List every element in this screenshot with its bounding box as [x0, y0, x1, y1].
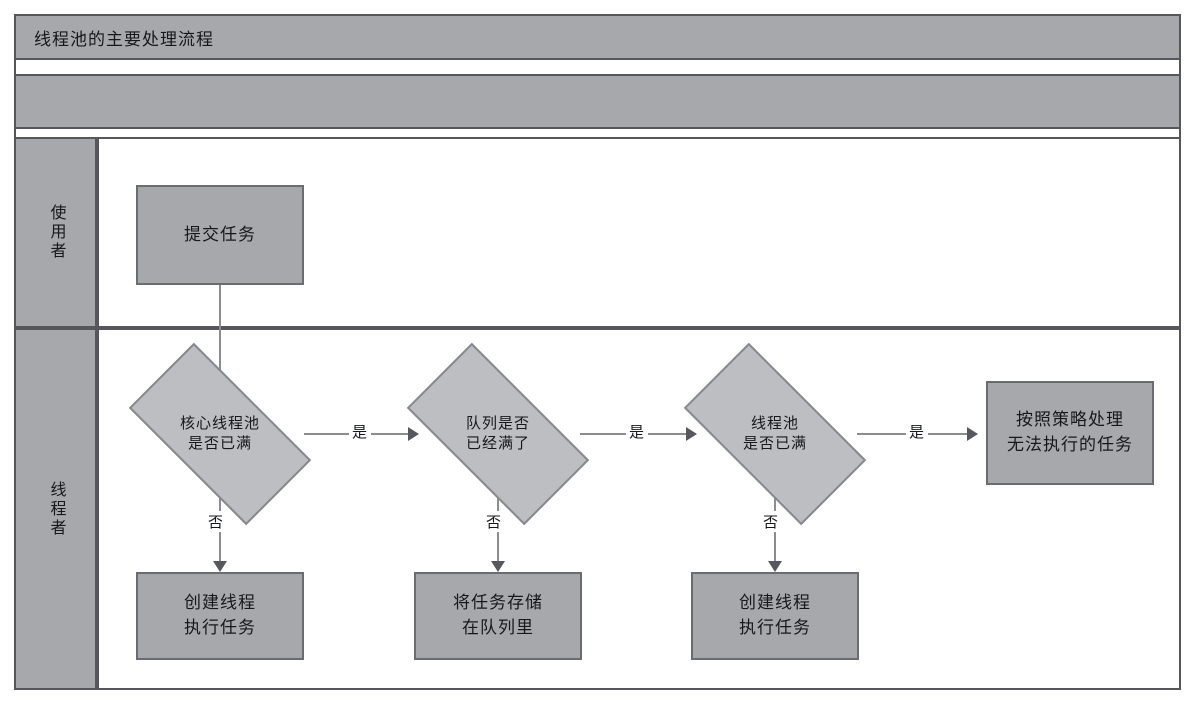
- diagram-title-band: 线程池的主要处理流程: [14, 14, 1181, 60]
- arrowhead-queue-no: [491, 561, 505, 572]
- node-create-thread-2-line1: 创建线程: [739, 593, 811, 613]
- node-reject-policy-line1: 按照策略处理: [1016, 410, 1124, 430]
- node-core-pool-full[interactable]: 核心线程池 是否已满: [128, 342, 312, 526]
- node-store-in-queue[interactable]: 将任务存储 在队列里: [414, 572, 582, 660]
- node-store-in-queue-line2: 在队列里: [462, 618, 534, 637]
- node-core-pool-full-line2: 是否已满: [187, 436, 252, 452]
- node-queue-full[interactable]: 队列是否 已经满了: [406, 342, 590, 526]
- node-queue-full-line2: 已经满了: [465, 436, 530, 452]
- edge-label-queue-no: 否: [483, 511, 506, 532]
- node-create-thread-2[interactable]: 创建线程 执行任务: [691, 572, 859, 660]
- lane-header-user: 使用者: [14, 137, 97, 328]
- edge-label-queue-yes: 是: [626, 421, 649, 442]
- node-reject-policy[interactable]: 按照策略处理 无法执行的任务: [986, 381, 1154, 485]
- node-create-thread-1[interactable]: 创建线程 执行任务: [136, 572, 304, 660]
- node-create-thread-1-line1: 创建线程: [184, 593, 256, 613]
- node-create-thread-1-line2: 执行任务: [184, 618, 256, 637]
- edge-label-pool-yes: 是: [906, 421, 929, 442]
- lane-header-thread: 线程者: [14, 328, 97, 690]
- page-title: 线程池的主要处理流程: [34, 29, 214, 49]
- diagram-subheader-band: [14, 74, 1181, 129]
- node-pool-full-line1: 线程池: [750, 415, 799, 432]
- arrowhead-pool-no: [768, 561, 782, 572]
- arrowhead-queue-yes: [686, 427, 697, 441]
- node-create-thread-2-line2: 执行任务: [739, 618, 811, 637]
- node-queue-full-line1: 队列是否: [465, 415, 530, 432]
- edge-label-core-yes: 是: [349, 421, 372, 442]
- node-pool-full-line2: 是否已满: [742, 436, 807, 452]
- lane-label-user: 使用者: [47, 204, 65, 261]
- edge-label-core-no: 否: [205, 511, 228, 532]
- node-pool-full[interactable]: 线程池 是否已满: [683, 342, 867, 526]
- arrowhead-core-yes: [408, 427, 419, 441]
- node-submit-task[interactable]: 提交任务: [136, 185, 304, 285]
- edge-label-pool-no: 否: [760, 511, 783, 532]
- node-reject-policy-line2: 无法执行的任务: [1007, 435, 1133, 454]
- connector-submit-to-core: [219, 284, 221, 388]
- node-core-pool-full-line1: 核心线程池: [179, 415, 260, 432]
- arrowhead-core-no: [213, 561, 227, 572]
- arrowhead-pool-yes: [967, 427, 978, 441]
- node-submit-task-label: 提交任务: [184, 224, 256, 244]
- lane-label-thread: 线程者: [47, 480, 65, 538]
- node-store-in-queue-line1: 将任务存储: [453, 593, 543, 613]
